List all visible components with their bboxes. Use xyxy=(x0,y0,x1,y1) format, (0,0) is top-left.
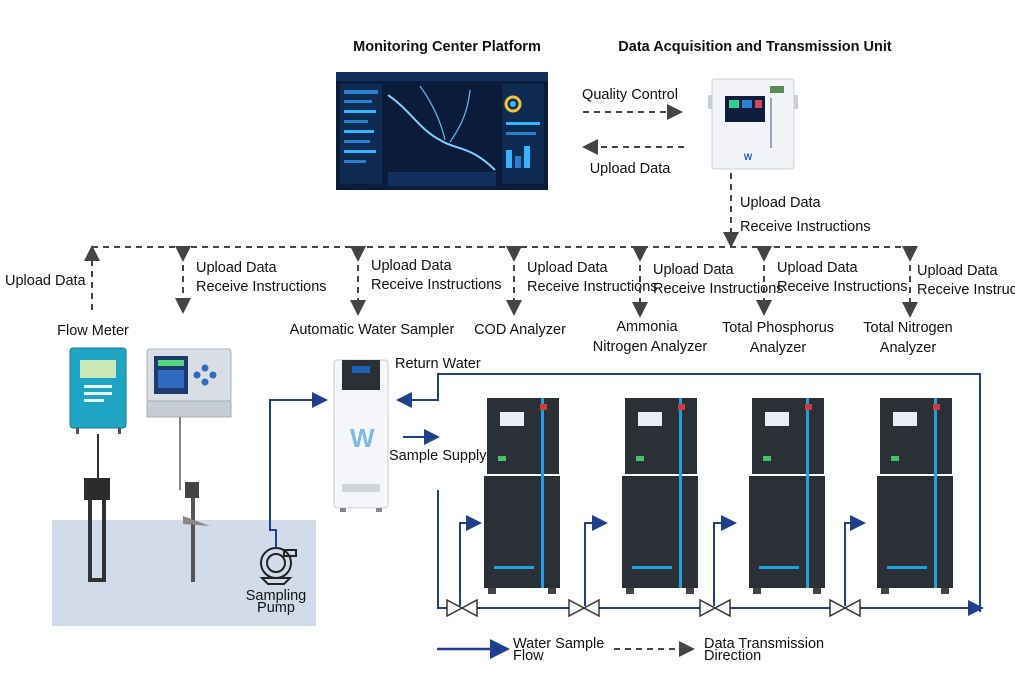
legend: Water Sample Flow Data Transmission Dire… xyxy=(437,636,824,664)
data-acquisition-unit: W xyxy=(708,78,798,170)
pump-label-1: Sampling xyxy=(246,588,306,604)
flow-meter-label: Flow Meter xyxy=(57,323,129,339)
analyzer-cabinet-total-nitrogen xyxy=(877,398,953,594)
branch-receive-label: Receive Instructions xyxy=(196,279,327,295)
water-sampler-device: W xyxy=(333,359,389,512)
branch-receive-label: Receive Instructions xyxy=(777,279,908,295)
branch-upload-label: Upload Data xyxy=(527,260,609,276)
legend-water-label-2: Flow xyxy=(513,648,544,664)
branch-cod: Upload Data Receive Instructions xyxy=(506,246,658,316)
monitoring-center-title: Monitoring Center Platform xyxy=(353,39,541,55)
legend-water-label-1: Water Sample xyxy=(513,636,604,652)
tn-label-2: Analyzer xyxy=(880,340,937,356)
legend-data-label-1: Data Transmission xyxy=(704,636,824,652)
branch-upload-label: Upload Data xyxy=(5,273,87,289)
branch-upload-label: Upload Data xyxy=(777,260,859,276)
sample-supply-label: Sample Supply xyxy=(389,448,487,464)
branch-upload-label: Upload Data xyxy=(196,260,278,276)
branch-sampler: Upload Data Receive Instructions xyxy=(350,246,502,316)
pump-label-2: Pump xyxy=(257,600,295,616)
ammonia-label-2: Nitrogen Analyzer xyxy=(593,339,708,355)
sampler-logo-icon: W xyxy=(350,423,375,453)
ammonia-label-1: Ammonia xyxy=(616,319,678,335)
unit-logo-icon: W xyxy=(744,152,753,162)
unit-upload-label: Upload Data xyxy=(740,195,822,211)
analyzer-cabinet-cod xyxy=(484,398,560,594)
water-pool xyxy=(52,520,316,626)
analyzer-cabinet-total-phosphorus xyxy=(749,398,825,594)
branch-receive-label: Receive Instructions xyxy=(653,281,784,297)
tp-label-2: Analyzer xyxy=(750,340,807,356)
sampling-pump-icon xyxy=(259,547,297,585)
branch-receive-label: Receive Instructions xyxy=(917,282,1015,298)
data-unit-title: Data Acquisition and Transmission Unit xyxy=(618,39,892,55)
branch-receive-label: Receive Instructions xyxy=(527,279,658,295)
controller-device xyxy=(146,348,232,582)
branch-ammonia: Upload Data Receive Instructions xyxy=(632,246,784,318)
valve-icon xyxy=(446,598,478,618)
water-pipes xyxy=(269,373,984,616)
valve-icon xyxy=(829,598,861,618)
branch-flow-meter-2: Upload Data Receive Instructions xyxy=(175,246,327,314)
monitoring-center-screen xyxy=(336,72,548,190)
quality-control-label: Quality Control xyxy=(582,87,678,103)
tn-label-1: Total Nitrogen xyxy=(863,320,952,336)
branch-upload-label: Upload Data xyxy=(653,262,735,278)
return-water-label: Return Water xyxy=(395,356,481,372)
tp-label-1: Total Phosphorus xyxy=(722,320,834,336)
valve-icon xyxy=(568,598,600,618)
upload-data-top-label: Upload Data xyxy=(590,161,672,177)
branch-upload-label: Upload Data xyxy=(917,263,999,279)
valve-icon xyxy=(699,598,731,618)
legend-data-label-2: Direction xyxy=(704,648,761,664)
branch-receive-label: Receive Instructions xyxy=(371,277,502,293)
branch-flow-meter: Upload Data xyxy=(5,245,100,310)
branch-total-phosphorus: Upload Data Receive Instructions xyxy=(756,246,908,316)
branch-upload-label: Upload Data xyxy=(371,258,453,274)
analyzer-cabinet-ammonia xyxy=(622,398,698,594)
sampler-label: Automatic Water Sampler xyxy=(290,322,455,338)
flow-meter-device xyxy=(69,347,127,582)
cod-label: COD Analyzer xyxy=(474,322,566,338)
branch-total-nitrogen: Upload Data Receive Instructions xyxy=(902,246,1015,318)
unit-receive-label: Receive Instructions xyxy=(740,219,871,235)
